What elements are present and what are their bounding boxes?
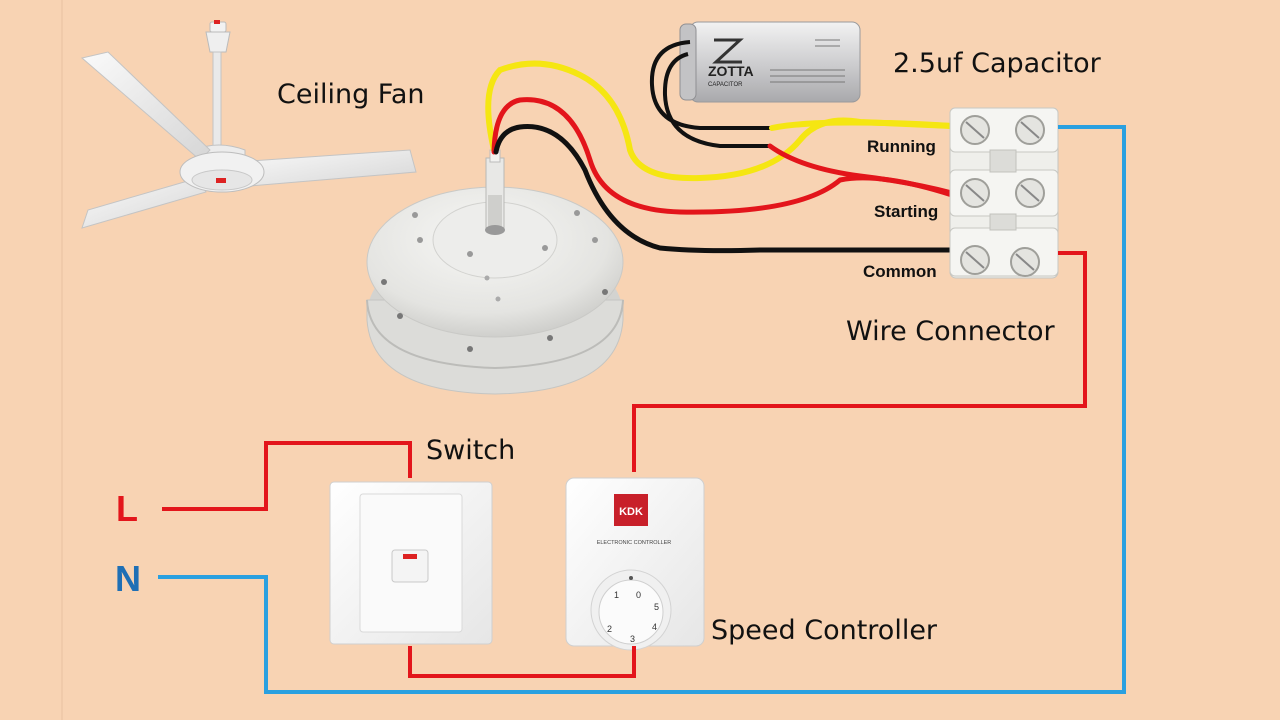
capacitor-sub-text: CAPACITOR — [708, 82, 743, 88]
red-wire-starting — [491, 97, 955, 215]
black-wire-common — [493, 124, 955, 254]
yellow-wire-running — [485, 60, 955, 182]
capacitor-label: 2.5uf Capacitor — [893, 48, 1101, 79]
capacitor-leads — [649, 40, 772, 148]
controller-brand-text: KDK — [619, 506, 643, 518]
starting-terminal-label: Starting — [874, 202, 939, 221]
live-wire-switch-to-controller — [408, 646, 636, 678]
common-terminal-label: Common — [863, 262, 937, 281]
capacitor-image: ZOTTA CAPACITOR — [679, 21, 861, 103]
fan-motor-image — [366, 149, 624, 395]
ceiling-fan-label: Ceiling Fan — [277, 79, 425, 110]
live-wire-controller-to-connector — [632, 251, 1087, 472]
running-terminal-label: Running — [867, 137, 936, 156]
dial-mark-2: 2 — [607, 624, 612, 634]
live-wire-to-switch — [162, 441, 412, 511]
controller-caption-text: ELECTRONIC CONTROLLER — [597, 540, 672, 546]
wall-switch-image — [329, 481, 493, 645]
red-wire-capacitor — [767, 143, 955, 196]
dial-mark-1: 1 — [614, 590, 619, 600]
circuit-wires — [158, 125, 1126, 694]
wire-connector-label: Wire Connector — [846, 316, 1055, 347]
neutral-label: N — [115, 558, 141, 599]
capacitor-brand-text: ZOTTA — [708, 63, 754, 79]
dial-mark-5: 5 — [654, 602, 659, 612]
line-label: L — [116, 488, 138, 529]
dial-mark-0: 0 — [636, 590, 641, 600]
wire-connector-block — [949, 107, 1059, 279]
switch-label: Switch — [426, 435, 516, 466]
neutral-wire — [158, 125, 1126, 694]
motor-wires — [485, 60, 955, 254]
yellow-wire-capacitor — [769, 119, 955, 131]
dial-mark-3: 3 — [630, 634, 635, 644]
dial-mark-4: 4 — [652, 622, 657, 632]
ceiling-fan-image — [80, 20, 417, 229]
speed-controller-label: Speed Controller — [711, 615, 938, 646]
speed-controller-image: KDK ELECTRONIC CONTROLLER 1 0 5 4 3 2 — [565, 477, 705, 651]
